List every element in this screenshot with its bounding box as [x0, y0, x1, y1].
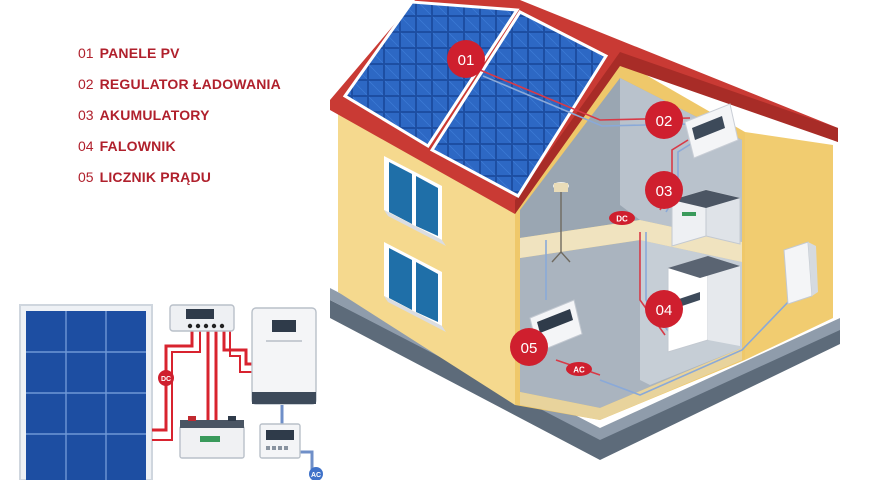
- house-batteries: [671, 189, 741, 247]
- window-lower: [384, 242, 446, 332]
- ground-floor: [520, 348, 742, 420]
- schematic-pv-panel: [19, 304, 153, 480]
- marker-04: 04: [645, 290, 683, 328]
- floor-lamp: [551, 182, 571, 263]
- marker-03-label: 03: [656, 183, 673, 200]
- house-charge-controller: [684, 103, 739, 159]
- schematic-dc-tag: DC: [158, 370, 174, 386]
- house-ac-tag-label: AC: [573, 366, 585, 375]
- house-side-wall: [745, 132, 833, 360]
- schematic-battery: [179, 416, 245, 459]
- marker-04-label: 04: [656, 302, 673, 319]
- house-base: [330, 300, 840, 460]
- house-front-wall: [338, 112, 515, 405]
- schematic-ac-tag-label: AC: [311, 472, 321, 479]
- house: DC AC 01 02 03 04 05: [330, 0, 840, 460]
- marker-01: 01: [447, 40, 485, 78]
- house-inverter: [667, 255, 740, 353]
- schematic-dc-tag-label: DC: [161, 376, 171, 383]
- marker-01-label: 01: [458, 52, 475, 69]
- exterior-disconnect-box: [783, 241, 818, 305]
- schematic-inverter: [251, 307, 317, 405]
- roof-ridge-edge: [515, 52, 838, 214]
- marker-05: 05: [510, 328, 548, 366]
- marker-02: 02: [645, 101, 683, 139]
- marker-05-label: 05: [521, 340, 538, 357]
- schematic-charge-controller: [169, 304, 235, 332]
- house-dc-tag-label: DC: [616, 215, 628, 224]
- roof-pv-panel-left: [342, 0, 520, 149]
- wiring-schematic: DC AC: [19, 304, 323, 480]
- marker-02-label: 02: [656, 113, 673, 130]
- house-ac-tag: AC: [566, 362, 592, 376]
- schematic-meter: [259, 423, 301, 459]
- house-dc-tag: DC: [609, 211, 635, 225]
- roof-pv-panel-right: [429, 10, 609, 198]
- marker-03: 03: [645, 171, 683, 209]
- window-upper: [384, 156, 446, 246]
- schematic-wires: [152, 330, 314, 474]
- schematic-ac-tag: AC: [309, 467, 323, 480]
